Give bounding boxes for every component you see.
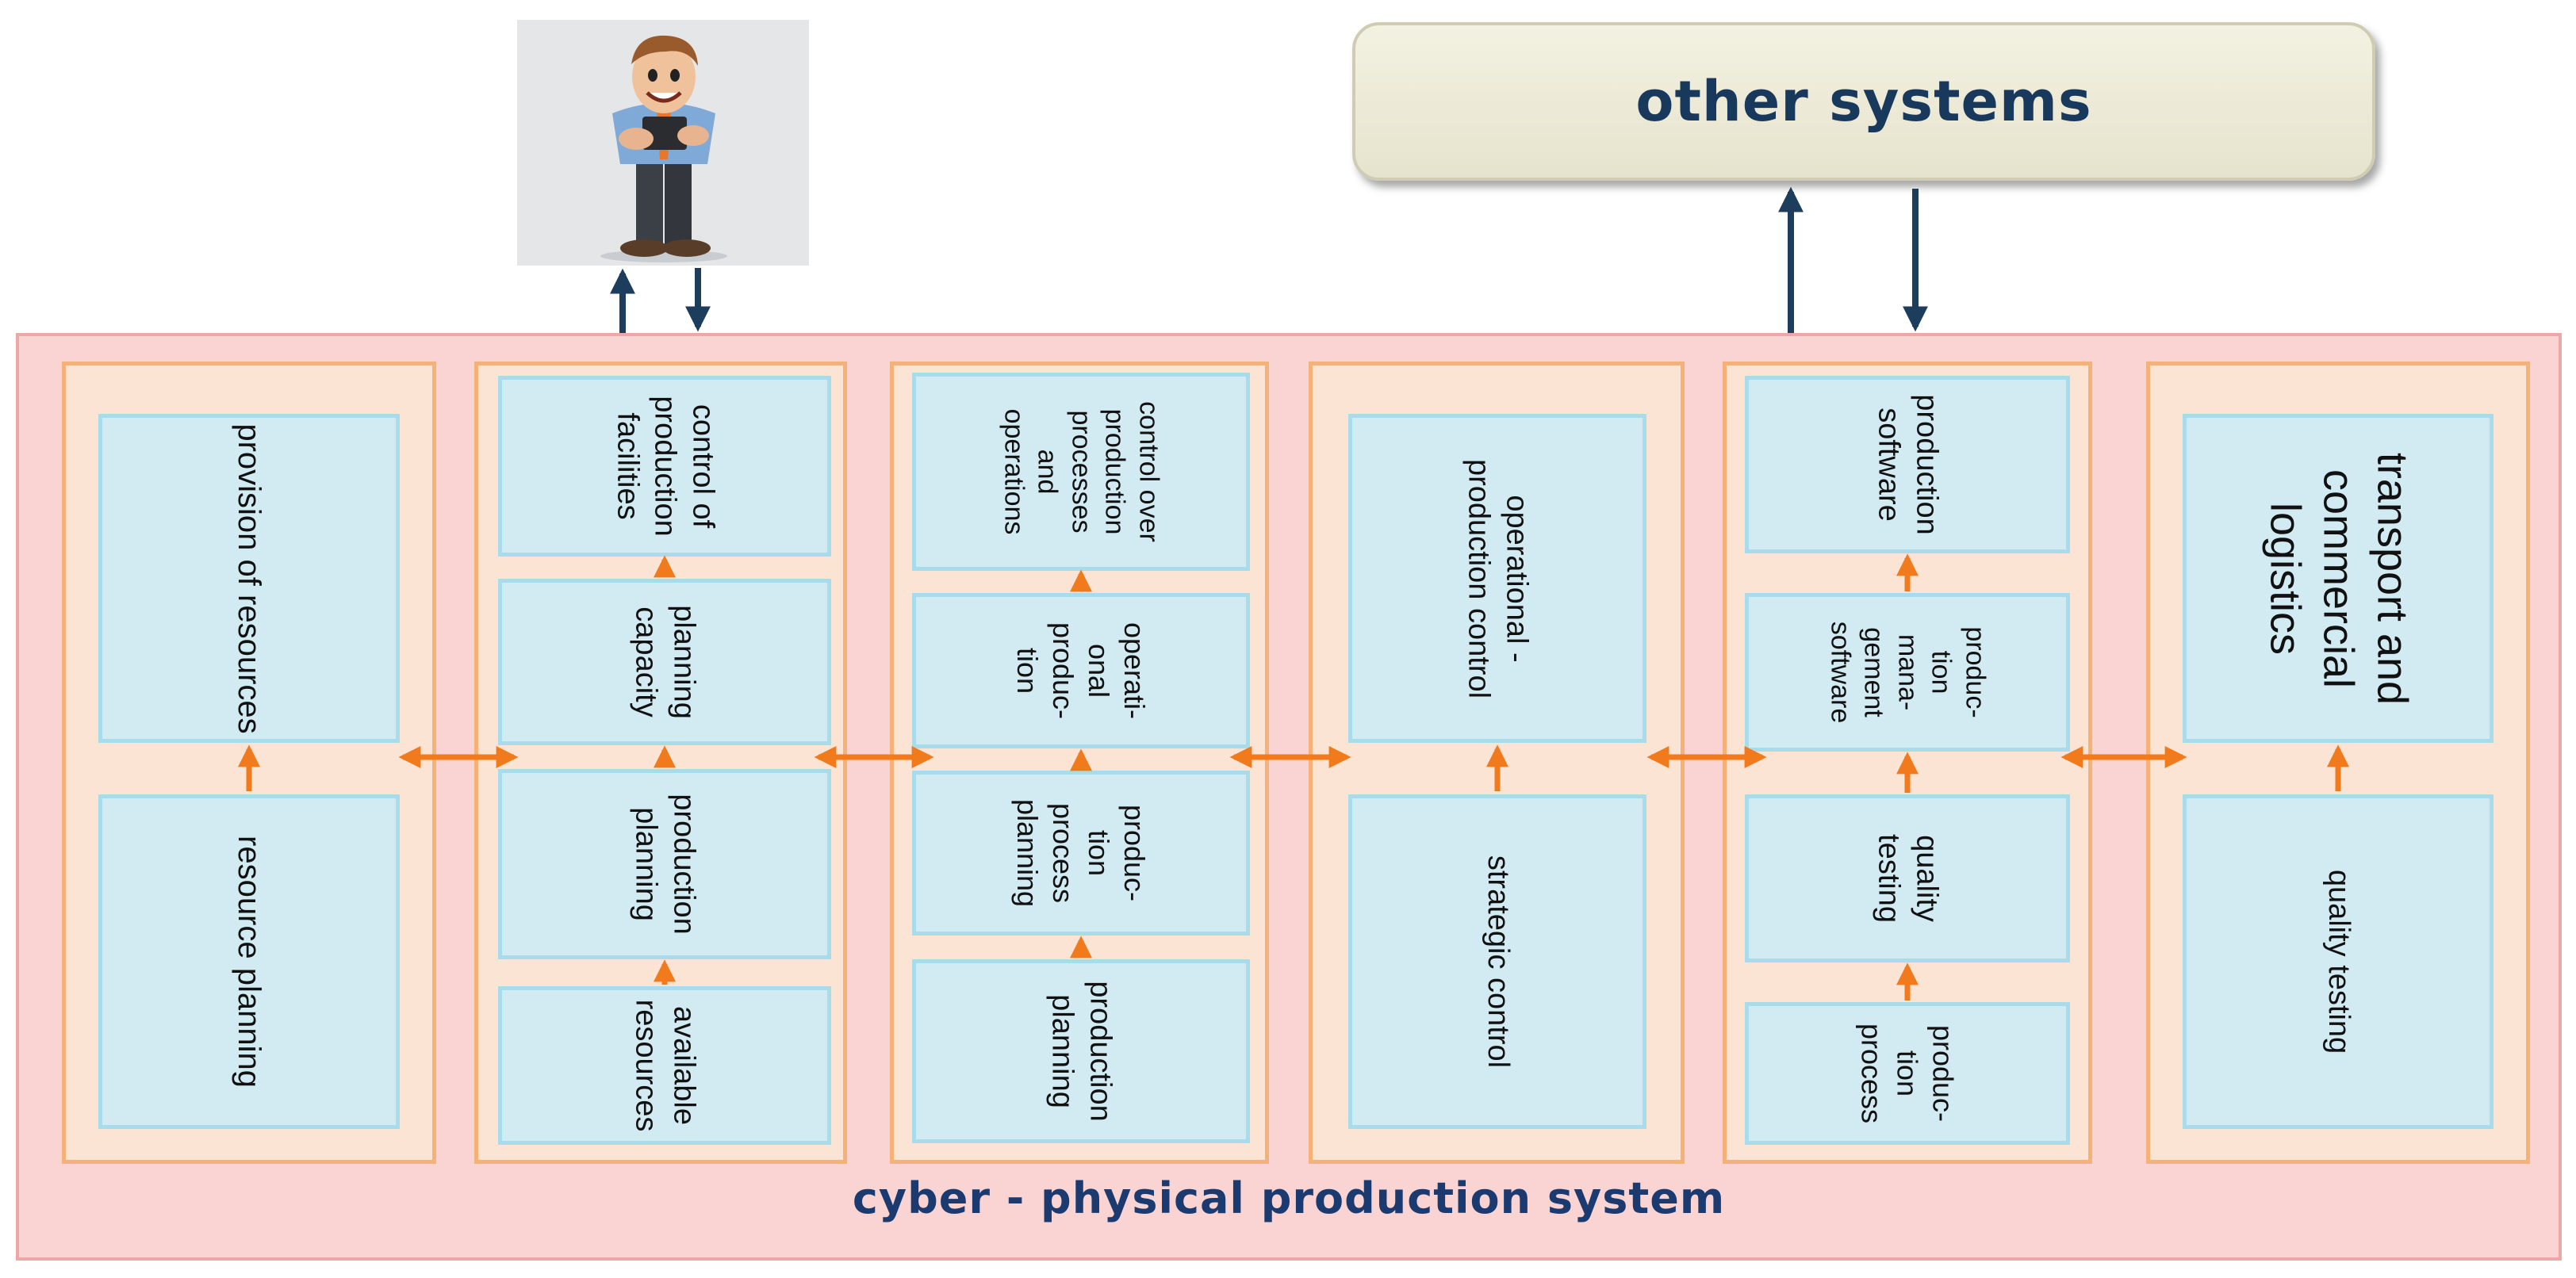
box-operational-production: operati- onal produc- tion (912, 593, 1250, 748)
box-strategic-control: strategic control (1348, 794, 1646, 1129)
box-quality-testing: quality testing (1745, 794, 2070, 962)
box-available-resources: available resources (498, 986, 831, 1145)
box-production-management-software: produc- tion mana- gement software (1745, 593, 2070, 752)
system-label: cyber - physical production system (852, 1173, 1726, 1223)
box-production-software: production software (1745, 376, 2070, 553)
box-planning-capacity: planning capacity (498, 579, 831, 745)
box-production-planning-2: production planning (912, 959, 1250, 1143)
box-production-process: produc- tion process (1745, 1002, 2070, 1145)
other-systems-label: other systems (1635, 69, 2092, 134)
box-quality-testing-logistics: quality testing (2183, 794, 2494, 1129)
person-illustration (517, 20, 809, 266)
other-systems-box: other systems (1352, 22, 2375, 181)
box-resource-planning: resource planning (98, 794, 400, 1129)
box-production-process-planning: produc- tion process planning (912, 771, 1250, 936)
box-control-of-production-facilities: control of production facilities (498, 376, 831, 557)
box-production-planning: production planning (498, 769, 831, 959)
box-transport-and-commercial-logistics: transport and commercial logistics (2183, 414, 2494, 743)
box-operational-production-control: operational - production control (1348, 414, 1646, 743)
box-control-over-production-processes: control over production processes and op… (912, 373, 1250, 571)
box-provision-of-resources: provision of resources (98, 414, 400, 743)
cyber-physical-production-system (16, 333, 2562, 1261)
